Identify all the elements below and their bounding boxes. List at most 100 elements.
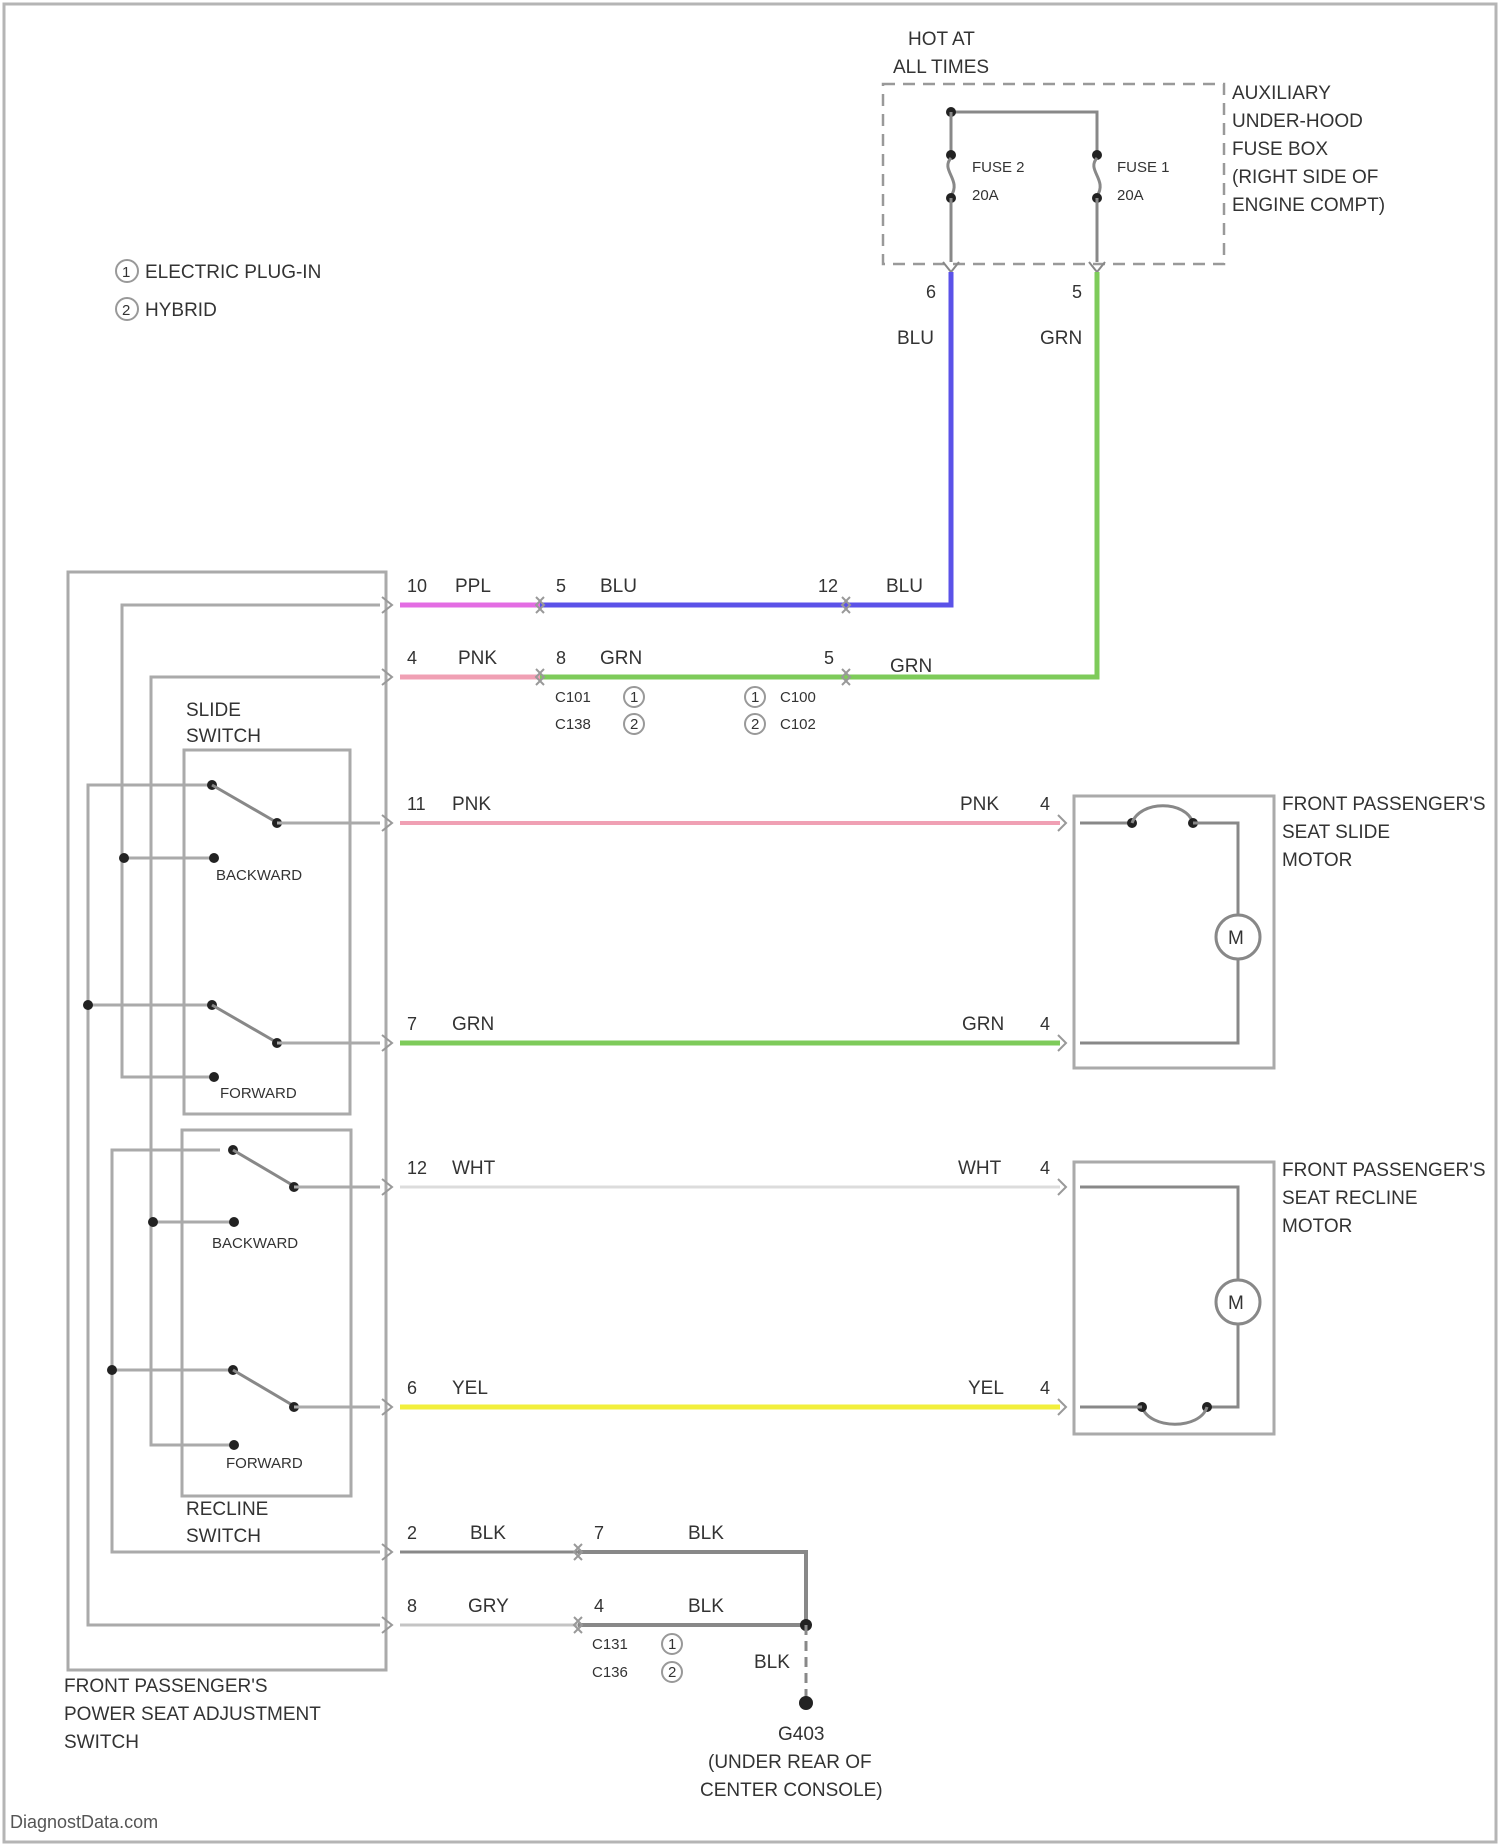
legend-2-num: 2 bbox=[122, 302, 130, 319]
conn-b-n1: 1 bbox=[751, 689, 759, 706]
legend-2-text: HYBRID bbox=[145, 300, 217, 321]
fuse-pin-left: 6 bbox=[926, 282, 936, 302]
adj-switch-label-2: POWER SEAT ADJUSTMENT bbox=[64, 1704, 321, 1725]
rec-bwd-contact-b bbox=[229, 1217, 239, 1227]
conn-c101-a: C101 bbox=[555, 689, 591, 706]
pin-sw-grn: 7 bbox=[407, 1014, 417, 1034]
wire-label-yel-l: YEL bbox=[452, 1378, 488, 1399]
recline-forward-label: FORWARD bbox=[226, 1455, 303, 1472]
pin-sw-ppl: 10 bbox=[407, 576, 427, 596]
recline-motor-label-1: FRONT PASSENGER'S bbox=[1282, 1160, 1486, 1181]
wire-label-grn-right: GRN bbox=[890, 656, 932, 677]
slide-motor-label-2: SEAT SLIDE bbox=[1282, 822, 1390, 843]
slide-bwd-contact-b bbox=[209, 853, 219, 863]
conn-c-n2: 2 bbox=[668, 1664, 676, 1681]
ground-label-3: CENTER CONSOLE) bbox=[700, 1780, 883, 1801]
pin-sw-wht: 12 bbox=[407, 1158, 427, 1178]
conn-c138-a: C138 bbox=[555, 716, 591, 733]
wire-label-grn-mid: GRN bbox=[600, 648, 642, 669]
slide-backward-label: BACKWARD bbox=[216, 867, 302, 884]
wire-label-blu-top: BLU bbox=[897, 328, 934, 349]
wire-label-yel-r: YEL bbox=[968, 1378, 1004, 1399]
fuse2-symbol bbox=[948, 158, 954, 196]
rec-bwd-node bbox=[148, 1217, 158, 1227]
slide-motor-breaker bbox=[1132, 806, 1193, 823]
fuse-bus-bar bbox=[951, 112, 1097, 155]
rec-bwd-arm bbox=[233, 1150, 294, 1186]
wire-label-pnk-pwr: PNK bbox=[458, 648, 497, 669]
slide-forward-label: FORWARD bbox=[220, 1085, 297, 1102]
ground-circuit: 2 BLK 7 BLK 8 GRY 4 BLK C131 1 C136 2 BL… bbox=[400, 1523, 883, 1801]
pin-c2-grn: 5 bbox=[824, 648, 834, 668]
slide-fwd-contact-b bbox=[209, 1072, 219, 1082]
hot-label-1: HOT AT bbox=[908, 29, 975, 50]
rec-fwd-contact-b bbox=[229, 1440, 239, 1450]
conn-a-n1: 1 bbox=[630, 689, 638, 706]
recline-motor-label-2: SEAT RECLINE bbox=[1282, 1188, 1418, 1209]
adj-switch-label-1: FRONT PASSENGER'S bbox=[64, 1676, 268, 1697]
recline-motor-lead-top bbox=[1080, 1187, 1238, 1280]
slide-switch-label-1: SLIDE bbox=[186, 700, 241, 721]
slide-switch-box bbox=[184, 750, 350, 1114]
pin-sw-pnk: 11 bbox=[407, 794, 426, 814]
conn-c100: C100 bbox=[780, 689, 816, 706]
recline-motor-symbol: M bbox=[1228, 1293, 1244, 1314]
wire-blu-feed bbox=[846, 272, 951, 605]
fuse-box-label-4: (RIGHT SIDE OF bbox=[1232, 167, 1378, 188]
recline-switch-label-1: RECLINE bbox=[186, 1499, 268, 1520]
conn-c136: C136 bbox=[592, 1664, 628, 1681]
legend-1-num: 1 bbox=[122, 264, 130, 281]
wire-label-blk-down: BLK bbox=[754, 1652, 790, 1673]
watermark: DiagnostData.com bbox=[10, 1812, 158, 1832]
fuse1-name: FUSE 1 bbox=[1117, 159, 1170, 176]
seat-recline-motor: M FRONT PASSENGER'S SEAT RECLINE MOTOR bbox=[1074, 1160, 1486, 1434]
wire-label-wht-r: WHT bbox=[958, 1158, 1002, 1179]
rec-fwd-arm bbox=[233, 1370, 294, 1406]
adj-switch-label-3: SWITCH bbox=[64, 1732, 139, 1753]
conn-a-n2: 2 bbox=[630, 716, 638, 733]
wire-label-gry-l: GRY bbox=[468, 1596, 509, 1617]
ground-label-1: G403 bbox=[778, 1724, 824, 1745]
fuse-box-label-5: ENGINE COMPT) bbox=[1232, 195, 1385, 216]
wire-label-ppl: PPL bbox=[455, 576, 491, 597]
wire-label-grn-top: GRN bbox=[1040, 328, 1082, 349]
wire-label-blk-r2: BLK bbox=[688, 1596, 724, 1617]
pin-mot-wht: 4 bbox=[1040, 1158, 1050, 1178]
slide-motor-lead-bottom bbox=[1080, 959, 1238, 1043]
slide-fwd-node bbox=[83, 1000, 93, 1010]
slide-motor-symbol: M bbox=[1228, 928, 1244, 949]
hot-label-2: ALL TIMES bbox=[893, 57, 989, 78]
pin-c3-blk: 7 bbox=[594, 1523, 604, 1543]
pin-c2-blu: 12 bbox=[818, 576, 838, 596]
fuse2-rating: 20A bbox=[972, 187, 999, 204]
pin-sw-gry: 8 bbox=[407, 1596, 417, 1616]
wire-label-wht-l: WHT bbox=[452, 1158, 496, 1179]
ground-label-2: (UNDER REAR OF bbox=[708, 1752, 872, 1773]
fuse1-symbol bbox=[1094, 158, 1100, 196]
recline-backward-label: BACKWARD bbox=[212, 1235, 298, 1252]
wire-label-blu-right: BLU bbox=[886, 576, 923, 597]
wire-label-blk-r: BLK bbox=[688, 1523, 724, 1544]
power-wires: BLU GRN 10 PPL 5 BLU 12 BLU 4 PNK 8 GRN … bbox=[400, 272, 1097, 734]
wire-label-grn-r: GRN bbox=[962, 1014, 1004, 1035]
wire-label-pnk-l: PNK bbox=[452, 794, 491, 815]
fuse-box-label-1: AUXILIARY bbox=[1232, 83, 1331, 104]
fuse-box: HOT AT ALL TIMES AUXILIARY UNDER-HOOD FU… bbox=[883, 29, 1385, 302]
conn-c-n1: 1 bbox=[668, 1636, 676, 1653]
pin-sw-pnk-pwr: 4 bbox=[407, 648, 417, 668]
recline-motor-lead-right bbox=[1207, 1324, 1238, 1407]
power-seat-adjustment-switch: BACKWARD FORWARD BACKWARD FORWARD SLIDE … bbox=[64, 572, 386, 1753]
fuse-pin-right: 5 bbox=[1072, 282, 1082, 302]
pin-c1-grn: 8 bbox=[556, 648, 566, 668]
slide-bwd-node bbox=[119, 853, 129, 863]
slide-motor-label-3: MOTOR bbox=[1282, 850, 1352, 871]
conn-b-n2: 2 bbox=[751, 716, 759, 733]
pin-mot-grn: 4 bbox=[1040, 1014, 1050, 1034]
seat-slide-motor: M FRONT PASSENGER'S SEAT SLIDE MOTOR bbox=[1074, 794, 1486, 1068]
legend: 1 ELECTRIC PLUG-IN 2 HYBRID bbox=[116, 260, 321, 321]
slide-fwd-arm bbox=[212, 1005, 276, 1042]
wire-label-blk-l: BLK bbox=[470, 1523, 506, 1544]
slide-motor-label-1: FRONT PASSENGER'S bbox=[1282, 794, 1486, 815]
wire-label-grn-l: GRN bbox=[452, 1014, 494, 1035]
pin-c3-blk2: 4 bbox=[594, 1596, 604, 1616]
